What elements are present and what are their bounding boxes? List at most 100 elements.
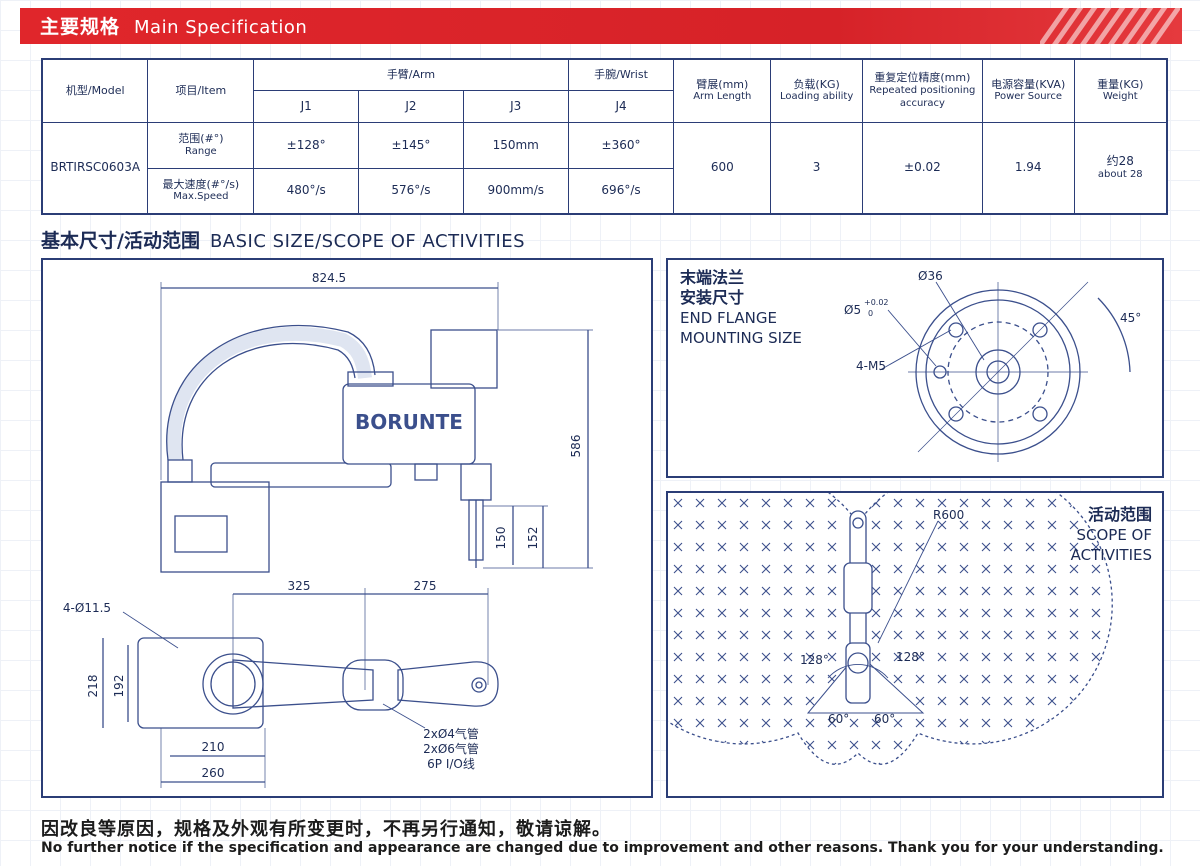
bolt-hole-4 (1032, 406, 1048, 422)
speed-label-cn: 最大速度(#°/s) (162, 177, 240, 191)
arm-1 (210, 462, 392, 488)
dim-192-label: 192 (112, 675, 126, 698)
section-title-en: BASIC SIZE/SCOPE OF ACTIVITIES (209, 231, 526, 252)
scope-angle-60-left: 60° (828, 712, 849, 726)
leader-r600 (877, 520, 939, 644)
flange-title-cn-2: 安装尺寸 (680, 288, 745, 307)
speed-label-en: Max.Speed (173, 191, 229, 203)
arm-length-value: 600 (673, 121, 772, 215)
dim-210-label: 210 (202, 740, 225, 754)
repeat-header-en: Repeated positioning accuracy (869, 85, 976, 109)
scope-panel: R600 128° 128° 60° 60° 活动范围 SCOPE OF ACT… (666, 491, 1164, 798)
footer-notice-cn: 因改良等原因，规格及外观有所变更时，不再另行通知，敬请谅解。 (41, 819, 611, 840)
speed-j2: 576°/s (358, 167, 464, 215)
dim-150-label: 150 (494, 527, 508, 550)
range-j4: ±360° (567, 121, 675, 169)
plan-joint-1 (202, 653, 264, 715)
scope-dim-r600: R600 (933, 508, 964, 522)
scope-angle-left: 128° (800, 653, 829, 667)
power-value: 1.94 (981, 121, 1075, 215)
dim-325-label: 325 (288, 579, 311, 593)
wrist-header: 手腕/Wrist (567, 58, 675, 91)
speed-row: 最大速度(#°/s)Max.Speed 480°/s 576°/s 900mm/… (42, 167, 1167, 215)
angle-arc-45 (1097, 297, 1131, 373)
load-header: 负载(KG)Loading ability (770, 58, 864, 123)
power-header: 电源容量(KVA)Power Source (981, 58, 1075, 123)
flange-dim-36: Ø36 (918, 269, 943, 283)
range-label: 范围(#°)Range (147, 121, 255, 169)
repeat-value: ±0.02 (862, 121, 983, 215)
flange-dim-5-tol-lower: 0 (868, 309, 873, 318)
robot-base (160, 481, 270, 573)
scope-angle-60-right: 60° (874, 712, 895, 726)
robot-top-box (430, 329, 498, 389)
scope-title-cn: 活动范围 (1087, 505, 1152, 524)
scope-title-en-2: ACTIVITIES (1070, 546, 1152, 564)
cable-port (167, 459, 193, 483)
cable-label-2: 2xØ6气管 (423, 741, 479, 756)
flange-angle-45: 45° (1120, 311, 1141, 325)
dim-275-label: 275 (414, 579, 437, 593)
header-bar (20, 8, 1182, 44)
section-title-cn: 基本尺寸/活动范围 (41, 230, 200, 252)
dim-height-label: 586 (569, 435, 583, 458)
weight-header-en: Weight (1102, 91, 1138, 103)
head-connector (347, 371, 394, 387)
scope-joint-1 (847, 652, 869, 674)
leader-cables (382, 703, 426, 729)
weight-value-en: about 28 (1097, 169, 1143, 180)
flange-dim-5: Ø5 (844, 303, 861, 317)
model-cell: BRTIRSC0603A (41, 121, 149, 215)
repeat-header-cn: 重复定位精度(mm) (874, 71, 971, 85)
j1-header: J1 (253, 89, 360, 123)
speed-j1: 480°/s (253, 167, 360, 215)
bolt-hole-1 (948, 322, 964, 338)
bolt-hole-2 (1032, 322, 1048, 338)
dim-218-label: 218 (86, 675, 100, 698)
angle-arc-128 (827, 664, 889, 679)
model-header: 机型/Model (41, 58, 149, 123)
scope-angle-right: 128° (896, 650, 925, 664)
header-title-en: Main Specification (134, 17, 308, 38)
cable-label-1: 2xØ4气管 (423, 726, 479, 741)
section-title: 基本尺寸/活动范围 BASIC SIZE/SCOPE OF ACTIVITIES (41, 226, 525, 253)
dim-260-label: 260 (202, 766, 225, 780)
range-row: BRTIRSC0603A 范围(#°)Range ±128° ±145° 150… (41, 121, 1168, 215)
range-label-cn: 范围(#°) (178, 131, 224, 145)
weight-header-cn: 重量(KG) (1097, 77, 1144, 91)
power-header-en: Power Source (994, 91, 1063, 103)
cable-label-3: 6P I/O线 (427, 757, 475, 771)
flange-title: 末端法兰 安装尺寸 END FLANGE MOUNTING SIZE (680, 268, 802, 348)
arm-length-header: 臂展(mm)Arm Length (673, 58, 772, 123)
leader-m5 (879, 329, 952, 371)
flange-title-en-1: END FLANGE (680, 309, 777, 327)
load-value: 3 (770, 121, 864, 215)
brand-logo: BORUNTE (355, 410, 463, 434)
plan-elbow (342, 659, 404, 711)
scope-drawing: R600 128° 128° 60° 60° (668, 493, 1113, 765)
spec-table: 机型/Model 项目/Item 手臂/Arm 手腕/Wrist 臂展(mm)A… (41, 58, 1168, 215)
speed-label: 最大速度(#°/s)Max.Speed (147, 167, 255, 215)
cable-outer (166, 326, 372, 461)
plan-end-effector-inner (475, 681, 483, 689)
robot-head (342, 383, 476, 465)
power-header-cn: 电源容量(KVA) (991, 77, 1066, 91)
shaft (468, 499, 484, 561)
shaft-housing (460, 463, 492, 501)
dim-holes-label: 4-Ø11.5 (63, 601, 111, 615)
load-header-cn: 负载(KG) (793, 77, 840, 91)
flange-drawing: Ø36 Ø5 +0.02 0 4-M5 45° (844, 269, 1141, 462)
flange-panel: Ø36 Ø5 +0.02 0 4-M5 45° 末端法兰 安装尺寸 END FL… (666, 258, 1164, 478)
basic-size-drawing: 824.5 586 150 152 325 275 4-Ø11.5 218 19… (63, 271, 593, 788)
joint-header-row: J1 J2 J3 J4 (42, 89, 1167, 123)
dim-width-label: 824.5 (312, 271, 346, 285)
repeat-header: 重复定位精度(mm)Repeated positioning accuracy (862, 58, 983, 123)
plan-arm-2 (397, 661, 499, 707)
speed-j3: 900mm/s (462, 167, 569, 215)
flange-dim-5-tol-upper: +0.02 (864, 298, 889, 307)
load-header-en: Loading ability (779, 91, 854, 103)
scope-elbow (843, 562, 873, 614)
arm-length-header-cn: 臂展(mm) (696, 77, 749, 91)
plan-end-effector (471, 677, 487, 693)
